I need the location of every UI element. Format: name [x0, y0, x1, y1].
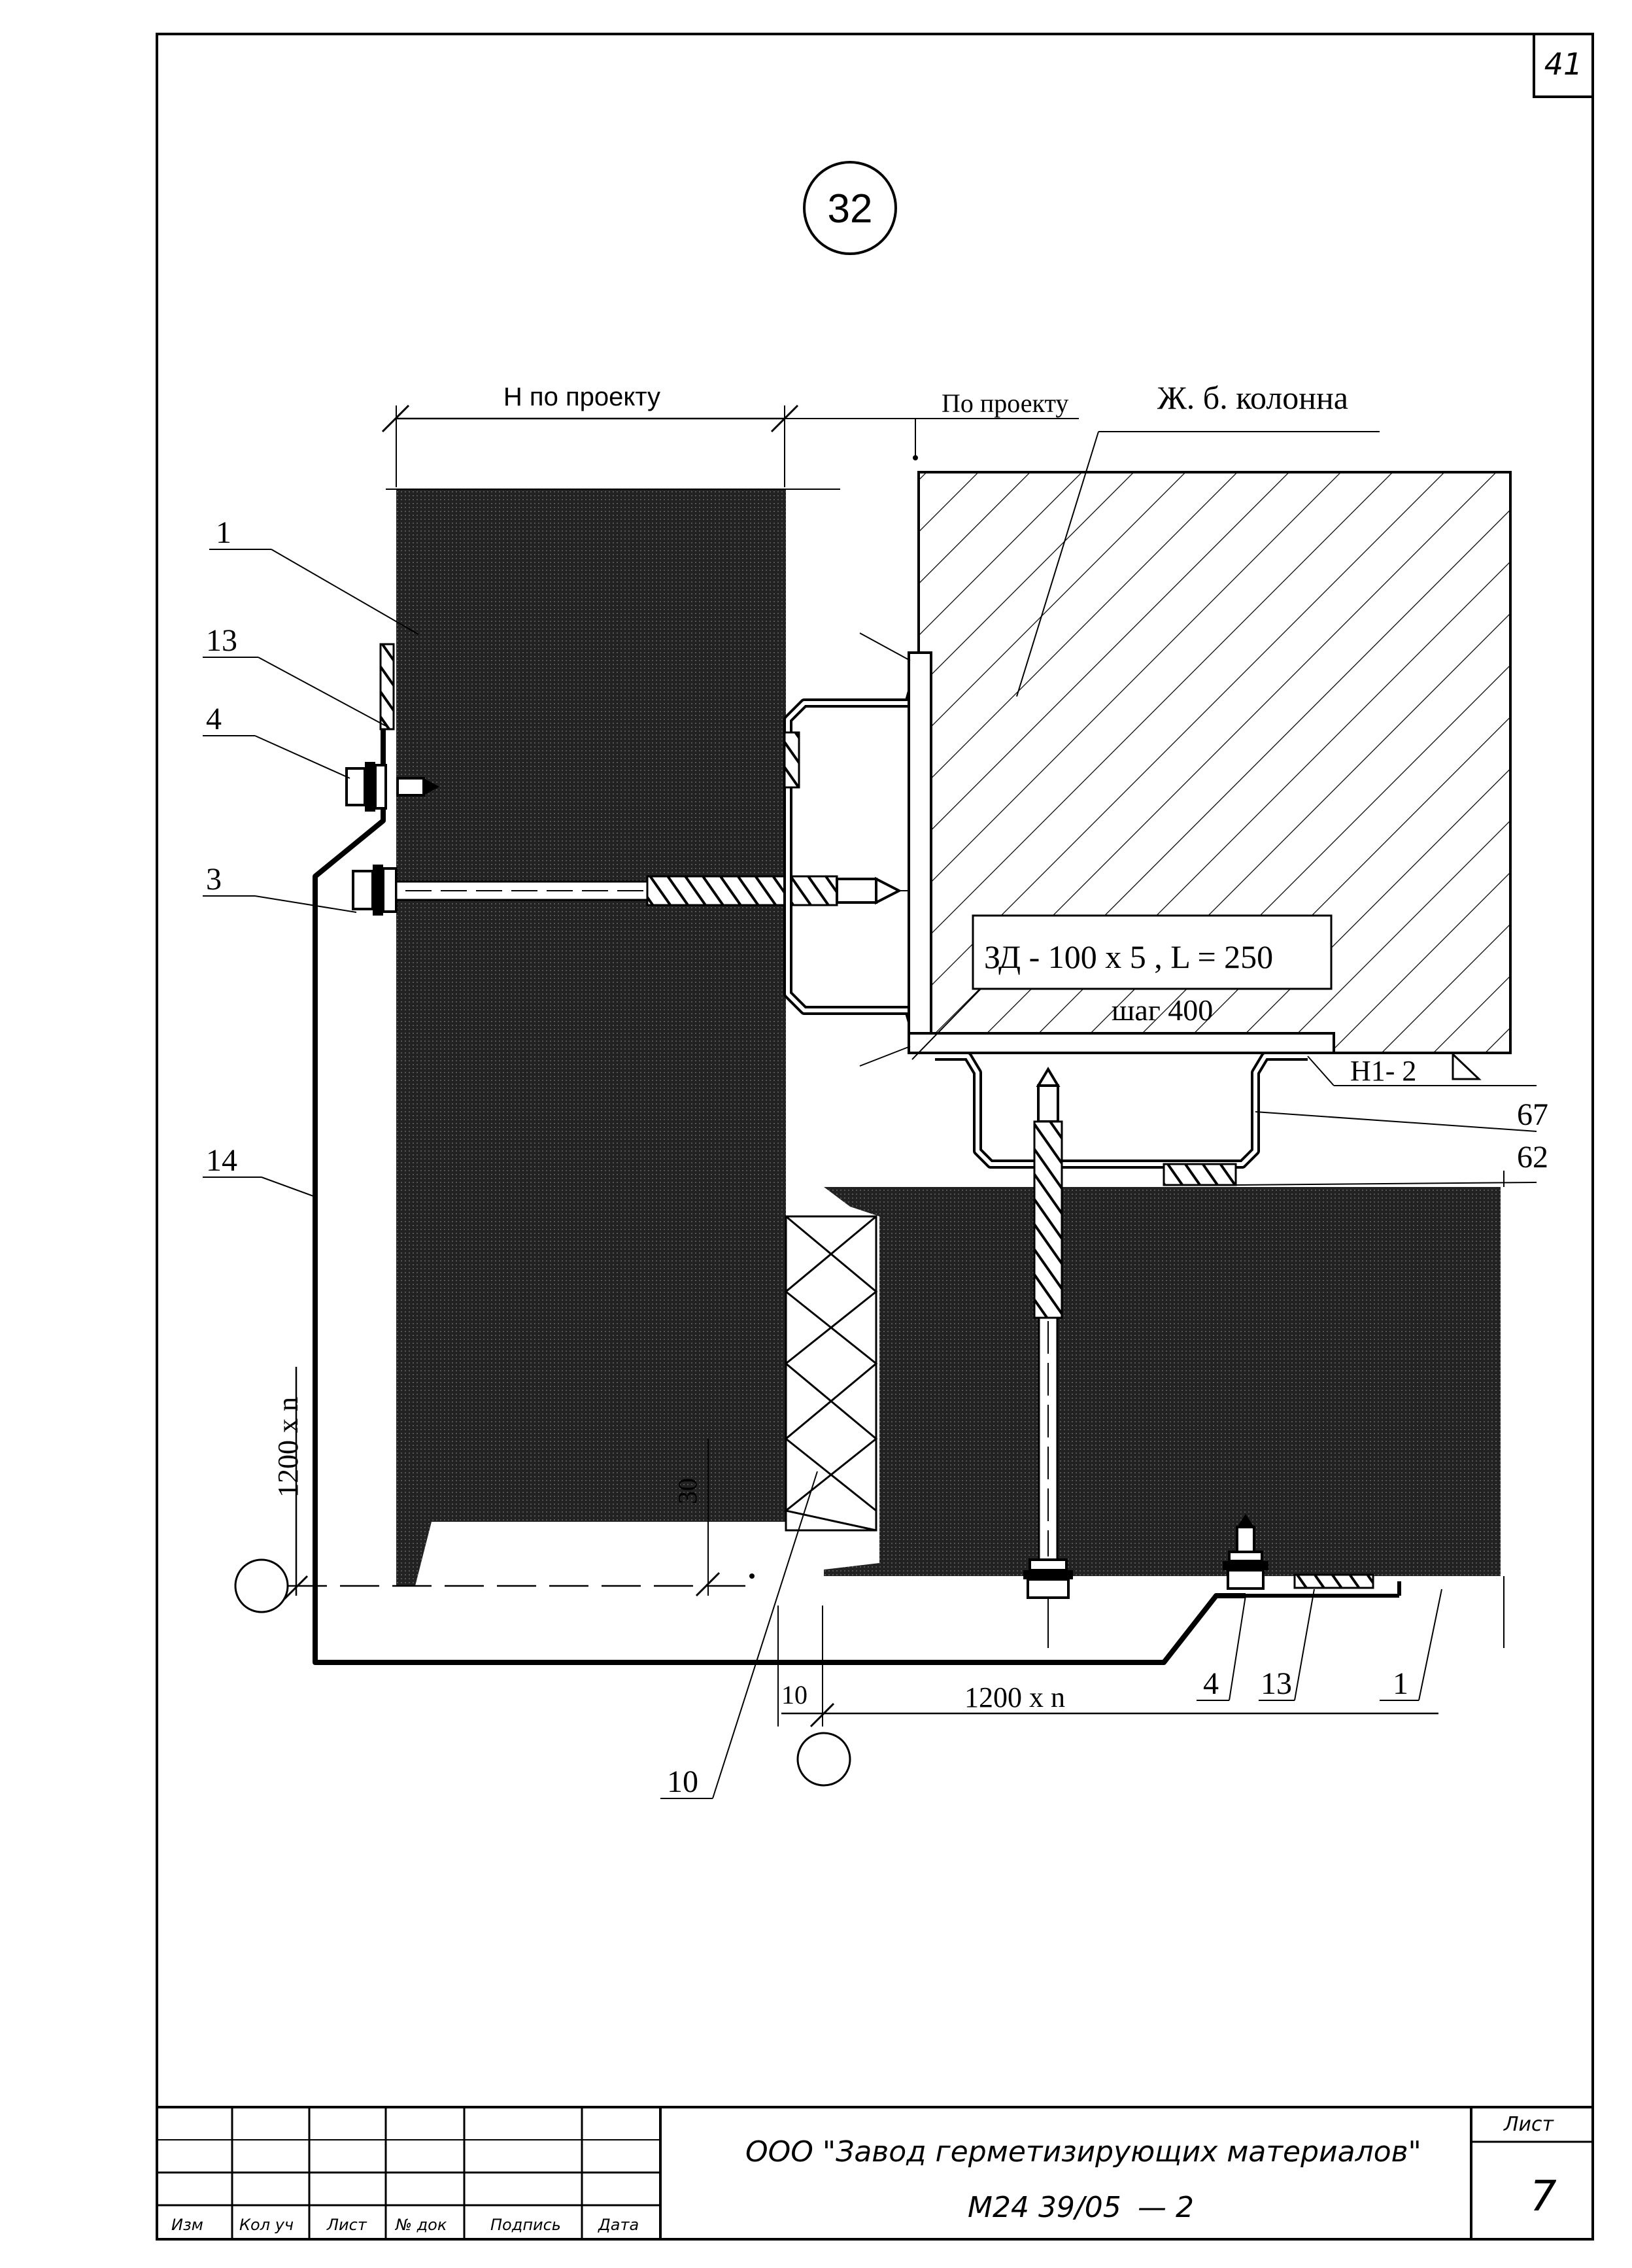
hat-profile-horizontal [935, 1052, 1308, 1169]
header-sign: Подпись [490, 2216, 561, 2234]
callout-13-label: 13 [206, 623, 237, 658]
small-gap-label: 30 [673, 1478, 702, 1504]
callout-1b: 1 [1380, 1589, 1442, 1701]
dimension-vertical: 1200 x n [272, 1367, 309, 1600]
sheet-number: 7 [1530, 2173, 1557, 2221]
dimension-h-label: Н по проекту [503, 383, 660, 411]
callout-4b-label: 4 [1203, 1666, 1219, 1701]
gap-label: 10 [781, 1680, 808, 1710]
callout-14: 14 [203, 1143, 316, 1197]
hat-profile-vertical [783, 653, 920, 1048]
axis-marker-left [234, 1558, 289, 1613]
callout-2-label: 62 [1517, 1140, 1548, 1175]
callout-1b-label: 1 [1393, 1666, 1408, 1701]
callout-2: 62 [1235, 1140, 1548, 1186]
header-doc: № док [394, 2216, 447, 2234]
sheet-label: Лист [1503, 2113, 1555, 2136]
panel-right [824, 1187, 1501, 1576]
mineral-wool-10 [783, 1215, 878, 1532]
dimension-small: 30 [673, 1439, 755, 1597]
callout-4: 4 [203, 702, 350, 779]
dimension-bottom-label: 1200 x n [964, 1681, 1065, 1713]
screw-vertical [1023, 1067, 1073, 1648]
header-kol: Кол уч [239, 2216, 294, 2234]
screw-3-long [352, 865, 928, 916]
header-list: Лист [326, 2216, 367, 2234]
panel-left [386, 489, 840, 1586]
callout-3-label: 3 [206, 862, 222, 897]
dimension-h: Н по проекту По проекту [381, 383, 1079, 487]
step-label: шаг 400 [1112, 993, 1213, 1027]
callout-13: 13 [203, 623, 386, 727]
callout-3: 3 [203, 862, 357, 913]
sealing-tape-horizontal [1163, 1163, 1237, 1186]
callout-13b: 13 [1259, 1589, 1315, 1701]
doc-suffix: — 2 [1138, 2191, 1194, 2224]
weld-label: Н1- 2 [1350, 1055, 1416, 1087]
column-label: Ж. б. колонна [1157, 379, 1348, 416]
sealing-tape-13 [379, 643, 395, 730]
title-block: Изм Кол уч Лист № док Подпись Дата ООО "… [157, 2106, 1593, 2239]
flashing-14 [313, 647, 1246, 1665]
weld-callout: Н1- 2 [1307, 1052, 1537, 1087]
callout-14-label: 14 [206, 1143, 237, 1178]
callout-1-label: 1 [216, 515, 231, 550]
callout-1: 1 [209, 515, 419, 635]
header-izm: Изм [171, 2216, 203, 2234]
callout-4-label: 4 [206, 702, 222, 736]
sealing-tape-vertical [783, 731, 800, 789]
angle-label-box [972, 914, 1333, 990]
doc-code: М24 39/05 [968, 2191, 1121, 2224]
dimension-proj-label: По проекту [942, 388, 1068, 418]
outer-frame [156, 33, 1594, 2241]
dimension-bottom: 10 1200 x n [777, 1606, 1438, 1728]
screw-4-upper [345, 762, 439, 812]
callout-13b-label: 13 [1261, 1666, 1292, 1701]
detail-number: 32 [828, 186, 873, 232]
callout-7: 67 [1255, 1097, 1548, 1132]
company-name: ООО "Завод герметизирующих материалов" [745, 2135, 1421, 2169]
page-number-box [1533, 33, 1594, 98]
header-date: Дата [598, 2216, 639, 2234]
detail-marker [803, 161, 897, 255]
dimension-vertical-label: 1200 x n [272, 1397, 304, 1498]
callout-4b: 4 [1197, 1595, 1246, 1701]
page-number: 41 [1544, 46, 1583, 82]
callout-10: 10 [660, 1471, 818, 1799]
steel-angle [859, 632, 1335, 1067]
angle-label: ЗД - 100 х 5 , L = 250 [984, 938, 1273, 975]
screw-4-lower [1223, 1514, 1401, 1598]
callout-7-label: 67 [1517, 1097, 1548, 1132]
axis-marker-bottom [796, 1732, 851, 1787]
callout-10-label: 10 [667, 1764, 698, 1799]
